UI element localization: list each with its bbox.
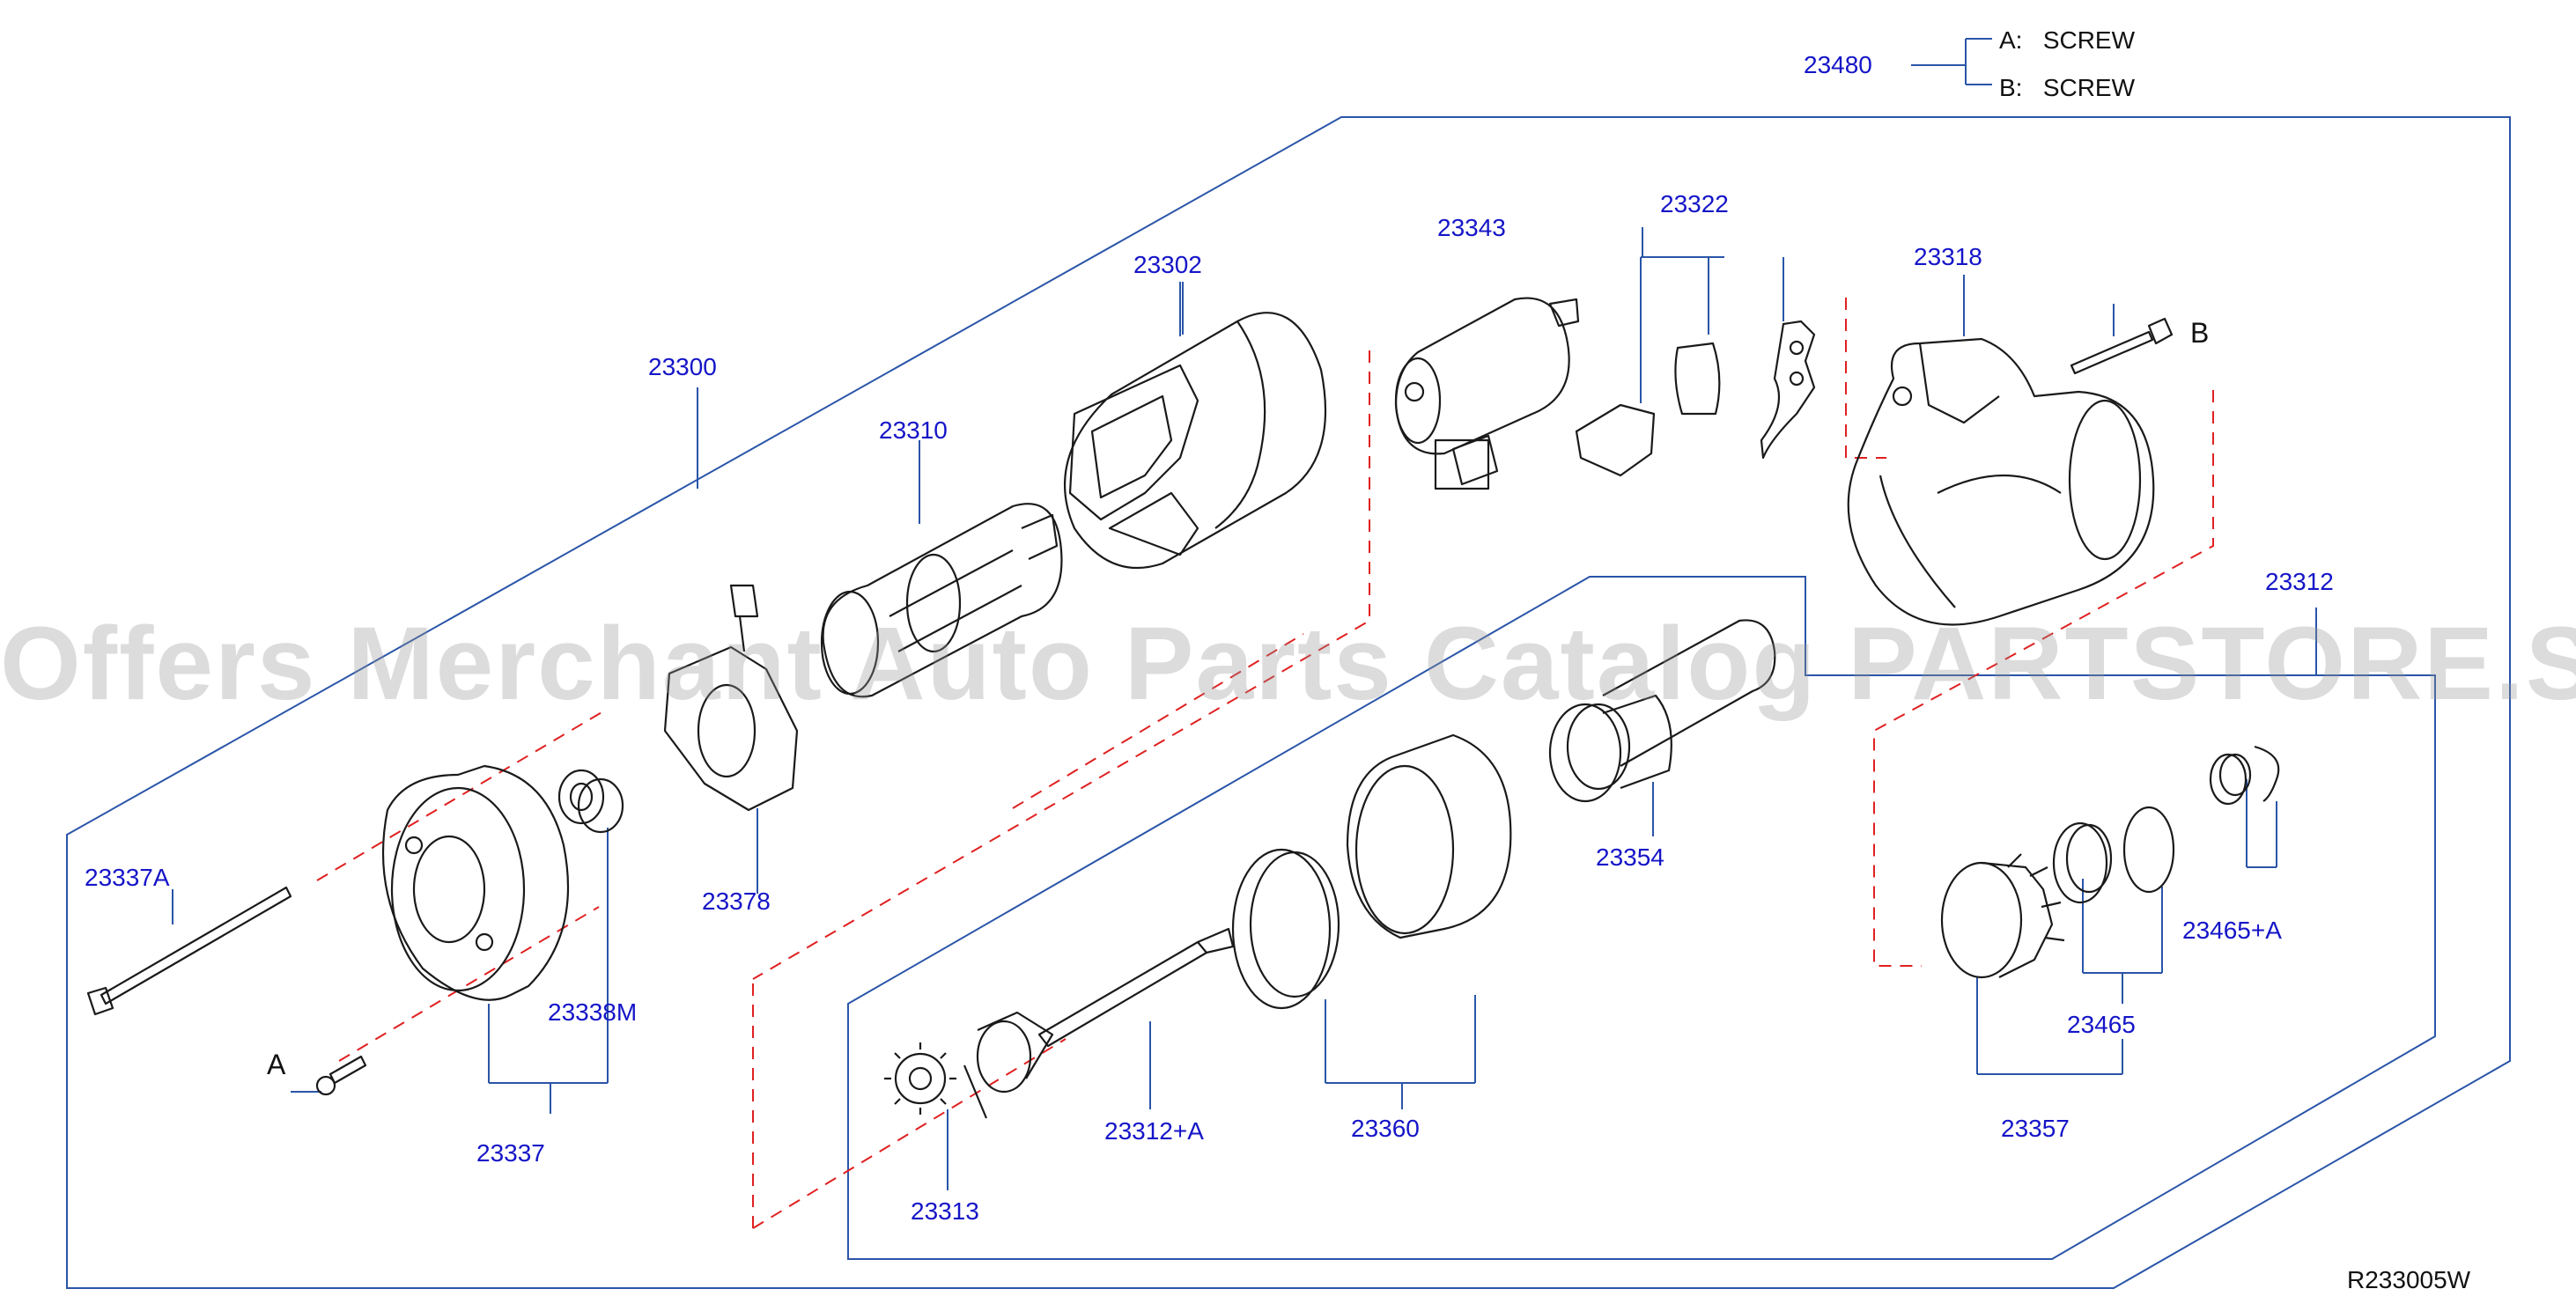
screw-legend-b-letter: B:	[1999, 74, 2023, 101]
callout-23312[interactable]: 23312	[2265, 568, 2334, 595]
stopper-ring	[1548, 694, 1672, 803]
screw-legend-a-letter: A:	[1999, 26, 2023, 54]
screw-legend-b-name: SCREW	[2042, 74, 2136, 101]
callout-23312A[interactable]: 23312+A	[1104, 1117, 1204, 1145]
callout-23338M[interactable]: 23338M	[548, 998, 638, 1026]
callout-23465A[interactable]: 23465+A	[2182, 917, 2282, 944]
callout-23343[interactable]: 23343	[1437, 214, 1506, 241]
callout-23360[interactable]: 23360	[1351, 1115, 1420, 1142]
assembly-outline-box	[66, 116, 2511, 1289]
callout-23300[interactable]: 23300	[648, 353, 717, 380]
planetary-shaft	[963, 927, 1235, 1119]
callout-23378[interactable]: 23378	[702, 888, 771, 915]
callout-23318[interactable]: 23318	[1914, 243, 1982, 270]
pinion-gear	[884, 1042, 956, 1115]
catalog-watermark: Offers Merchant Auto Parts Catalog PARTS…	[0, 606, 2576, 722]
overrunning-clutch	[1231, 733, 1512, 1010]
screw-group-bracket	[1911, 38, 1992, 85]
callout-23337A[interactable]: 23337A	[85, 864, 170, 891]
callout-23337[interactable]: 23337	[476, 1139, 545, 1167]
screw-a	[315, 1055, 367, 1096]
shift-lever-set	[1575, 320, 1816, 477]
callout-23310[interactable]: 23310	[879, 416, 948, 444]
solenoid-switch	[1394, 297, 1580, 490]
through-bolt-b	[2070, 317, 2174, 375]
screw-legend-a: A: SCREW	[1999, 28, 2135, 53]
retainer-rings	[2052, 806, 2175, 904]
through-bolt	[86, 886, 292, 1016]
drive-pinion	[1940, 853, 2065, 979]
subassembly-outline-box	[847, 576, 2436, 1260]
snap-rings	[2209, 745, 2280, 806]
callout-23322[interactable]: 23322	[1660, 190, 1729, 217]
group-code[interactable]: 23480	[1804, 51, 1872, 78]
brush-holder	[663, 584, 799, 812]
callout-23357[interactable]: 23357	[2001, 1115, 2070, 1142]
callout-23313[interactable]: 23313	[911, 1197, 979, 1225]
callout-23302[interactable]: 23302	[1133, 251, 1202, 278]
screw-marker-a: A	[267, 1049, 286, 1080]
rear-cover	[381, 764, 569, 1001]
pinion-shaft	[1602, 619, 1776, 767]
drive-end-housing	[1847, 337, 2155, 626]
yoke-housing	[1064, 312, 1327, 570]
screw-marker-b: B	[2190, 317, 2210, 349]
callout-23354[interactable]: 23354	[1596, 843, 1664, 871]
callout-23465[interactable]: 23465	[2067, 1011, 2136, 1038]
screw-legend-a-name: SCREW	[2042, 26, 2136, 54]
diagram-code: R233005W	[2347, 1266, 2471, 1293]
armature	[820, 503, 1063, 698]
screw-legend-b: B: SCREW	[1999, 76, 2135, 100]
assembly-center-lines	[316, 298, 2214, 1229]
callout-leader-lines	[172, 227, 2317, 1190]
bushing	[557, 769, 624, 834]
